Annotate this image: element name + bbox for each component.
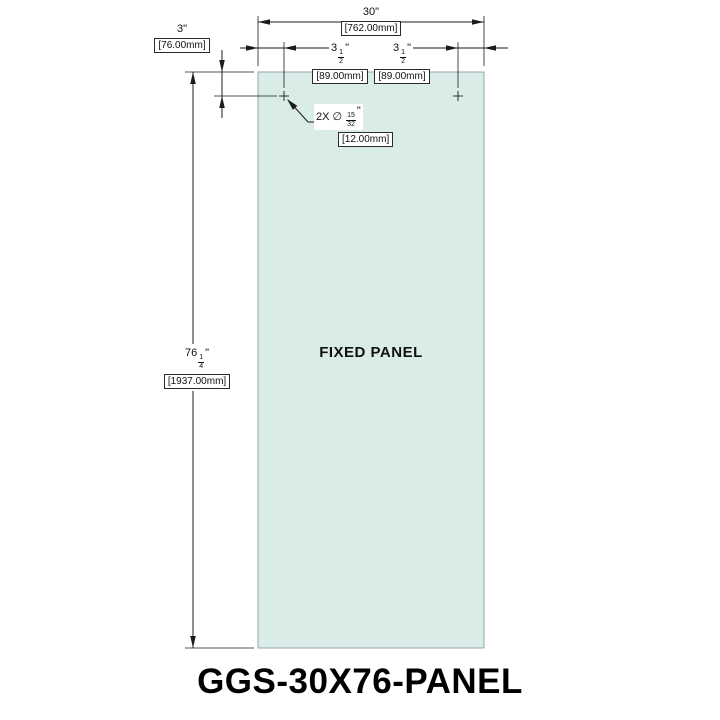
overall-height-mm: [1937.00mm] (163, 373, 231, 389)
panel-label: FIXED PANEL (319, 344, 423, 361)
glass-panel (257, 71, 485, 649)
hole-quantity: 2X (316, 110, 330, 123)
overall-width-mm: [762.00mm] (340, 21, 402, 36)
hole-top-offset-mm: [76.00mm] (154, 38, 210, 53)
overall-width-dimension: 30" [762.00mm] (321, 5, 421, 36)
extension-lines (185, 16, 485, 649)
dimension-arrowheads (190, 19, 496, 648)
diameter-symbol-icon: ∅ (332, 110, 343, 123)
hole-left-offset-mm: [89.00mm] (312, 68, 368, 84)
hole-top-offset-dimension: 3" [76.00mm] (148, 22, 216, 53)
hole-top-offset-inch: 3" (174, 22, 190, 36)
hole-marker-right (453, 91, 463, 101)
overall-width-inch: 30" (360, 5, 382, 19)
hole-callout-mm: [12.00mm] (338, 131, 394, 147)
hole-right-offset-mm: [89.00mm] (374, 68, 430, 84)
hole-marker-left (279, 91, 289, 101)
drawing-title: GGS-30X76-PANEL (197, 662, 523, 701)
